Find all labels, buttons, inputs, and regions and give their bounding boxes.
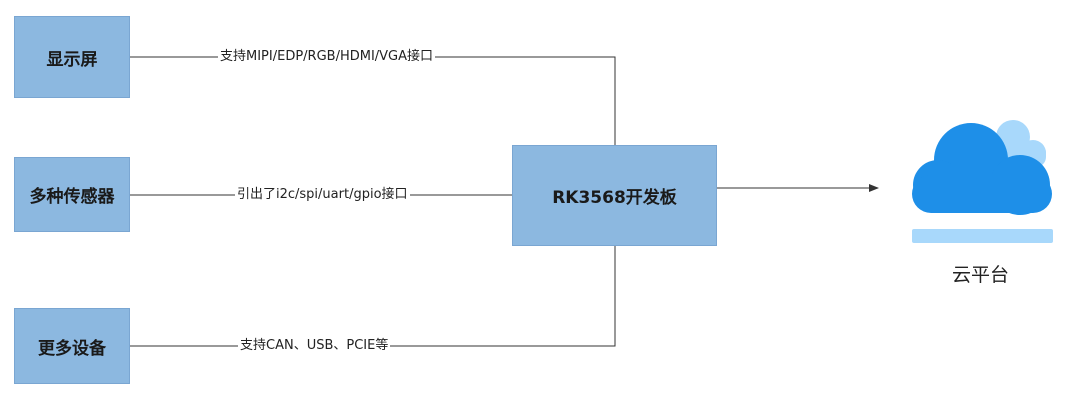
edge-display-label: 支持MIPI/EDP/RGB/HDMI/VGA接口	[218, 49, 436, 65]
edge-display-to-board	[130, 56, 616, 145]
cloud-label: 云平台	[952, 264, 1010, 286]
node-sensors: 多种传感器	[14, 157, 130, 232]
node-sensors-label: 多种传感器	[29, 187, 115, 207]
node-display-label: 显示屏	[46, 49, 98, 70]
cloud-icon	[912, 120, 1053, 243]
edge-devices-to-board	[130, 246, 616, 347]
node-board-label: RK3568开发板	[552, 188, 677, 208]
node-board: RK3568开发板	[512, 145, 717, 246]
node-devices-label: 更多设备	[38, 338, 106, 359]
edge-devices-label: 支持CAN、USB、PCIE等	[238, 338, 391, 354]
node-devices: 更多设备	[14, 308, 130, 384]
node-display: 显示屏	[14, 16, 130, 98]
edge-sensors-label: 引出了i2c/spi/uart/gpio接口	[235, 187, 410, 203]
